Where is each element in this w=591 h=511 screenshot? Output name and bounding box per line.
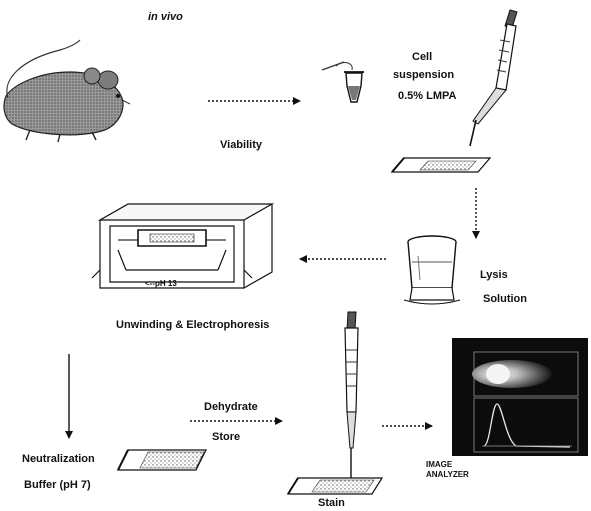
store-label: Store [212, 431, 240, 443]
slide-neutralized-icon [118, 450, 206, 470]
neutralization-label-2: Buffer (pH 7) [24, 479, 91, 491]
microtube-icon [322, 62, 364, 102]
dehydrate-label: Dehydrate [204, 401, 258, 413]
image-analyzer-screen-icon [452, 338, 588, 456]
pipette-icon [470, 10, 517, 146]
pipette-stain-icon [345, 312, 358, 478]
image-analyzer-label-2: ANALYZER [426, 470, 469, 479]
slide-stain-icon [288, 478, 382, 494]
cell-suspension-label-3: 0.5% LMPA [398, 90, 457, 102]
mouse-icon [4, 40, 130, 142]
cell-suspension-label-2: suspension [393, 69, 454, 81]
lysis-label-1: Lysis [480, 269, 508, 281]
viability-label: Viability [220, 139, 263, 151]
unwinding-electrophoresis-label: Unwinding & Electrophoresis [116, 319, 269, 331]
lysis-jar-icon [404, 236, 460, 304]
in-vivo-label: in vivo [148, 11, 183, 23]
electrophoresis-tank-icon [92, 204, 272, 288]
image-analyzer-label-1: IMAGE [426, 460, 453, 469]
cell-suspension-label-1: Cell [412, 51, 432, 63]
microscope-slide-icon [392, 158, 490, 172]
neutralization-label-1: Neutralization [22, 453, 95, 465]
stain-label: Stain [318, 497, 345, 509]
lysis-label-2: Solution [483, 293, 527, 305]
ph13-label: <--pH 13 [145, 279, 177, 288]
